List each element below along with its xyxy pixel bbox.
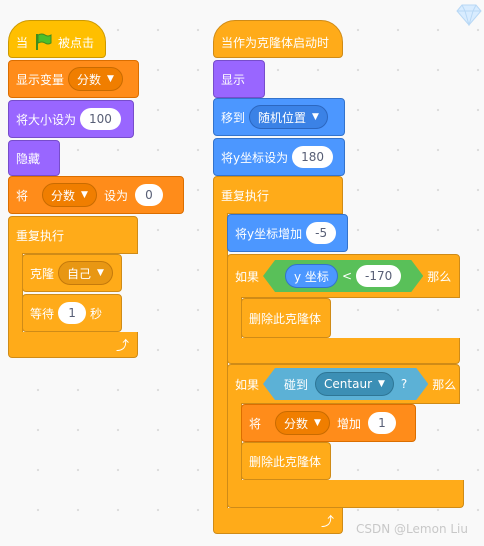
go-to-block[interactable]: 移到 随机位置 ▼ <box>213 98 345 136</box>
caret-down-icon: ▼ <box>312 112 319 122</box>
less-than-symbol: < <box>341 269 352 283</box>
reporter-label: y 坐标 <box>294 269 329 284</box>
caret-down-icon: ▼ <box>81 190 88 200</box>
forever-bottom: ⤴ <box>8 332 138 358</box>
delete-clone-label: 删除此克隆体 <box>249 311 322 326</box>
delete-clone-block[interactable]: 删除此克隆体 <box>241 298 331 338</box>
y-position-reporter[interactable]: y 坐标 <box>285 264 338 288</box>
loop-arrow-icon: ⤴ <box>320 515 334 530</box>
clone-target: 自己 <box>67 266 92 281</box>
hide-block[interactable]: 隐藏 <box>8 140 60 176</box>
if-block[interactable]: 如果 碰到 Centaur ▼ ? 那么 <box>227 364 460 404</box>
goto-target-dropdown[interactable]: 随机位置 ▼ <box>249 105 328 129</box>
when-flag-clicked-block[interactable]: 当 被点击 <box>8 20 106 58</box>
set-y-block[interactable]: 将y坐标设为 180 <box>213 138 345 176</box>
forever-bottom: ⤴ <box>213 508 343 534</box>
green-flag-icon <box>34 33 52 51</box>
variable-dropdown[interactable]: 分数 ▼ <box>42 183 97 207</box>
set-y-label: 将y坐标设为 <box>221 150 289 165</box>
change-variable-block[interactable]: 将 分数 ▼ 增加 1 <box>241 404 416 442</box>
create-clone-block[interactable]: 克隆 自己 ▼ <box>22 254 122 292</box>
wait-input[interactable]: 1 <box>58 302 87 324</box>
forever-block[interactable]: 重复执行 <box>8 216 138 254</box>
clone-label: 克隆 <box>30 266 55 281</box>
show-variable-block[interactable]: 显示变量 分数 ▼ <box>8 60 139 98</box>
set-value-input[interactable]: 0 <box>134 184 163 206</box>
set-variable-block[interactable]: 将 分数 ▼ 设为 0 <box>8 176 184 214</box>
if-block[interactable]: 如果 y 坐标 < -170 那么 <box>227 254 460 298</box>
goto-target: 随机位置 <box>258 110 307 125</box>
variable-dropdown[interactable]: 分数 ▼ <box>275 411 330 435</box>
caret-down-icon: ▼ <box>314 418 321 428</box>
touching-target-dropdown[interactable]: Centaur ▼ <box>315 372 394 396</box>
when-flag-suffix: 被点击 <box>58 35 95 50</box>
delete-clone-label: 删除此克隆体 <box>249 454 322 469</box>
change-y-input[interactable]: -5 <box>306 222 337 244</box>
change-y-block[interactable]: 将y坐标增加 -5 <box>227 214 348 252</box>
forever-arm <box>213 213 228 509</box>
variable-dropdown[interactable]: 分数 ▼ <box>68 67 123 91</box>
when-flag-label: 当 <box>16 35 29 50</box>
compare-value-input[interactable]: -170 <box>356 265 401 287</box>
caret-down-icon: ▼ <box>107 74 114 84</box>
set-y-input[interactable]: 180 <box>292 146 334 168</box>
forever-block[interactable]: 重复执行 <box>213 176 343 214</box>
variable-name: 分数 <box>51 188 76 203</box>
then-label: 那么 <box>427 269 452 284</box>
set-size-block[interactable]: 将大小设为 100 <box>8 100 134 138</box>
when-start-as-clone-block[interactable]: 当作为克隆体启动时 <box>213 20 343 58</box>
less-than-operator[interactable]: y 坐标 < -170 <box>263 260 423 292</box>
diamond-icon <box>456 4 482 26</box>
size-input[interactable]: 100 <box>80 108 121 130</box>
variable-name: 分数 <box>284 416 309 431</box>
forever-label: 重复执行 <box>221 188 270 203</box>
wait-unit: 秒 <box>90 306 103 321</box>
change-y-label: 将y坐标增加 <box>235 226 303 241</box>
touching-sensor[interactable]: 碰到 Centaur ▼ ? <box>263 368 428 400</box>
if-arm <box>227 403 242 481</box>
change-var-label: 将 <box>249 416 262 431</box>
touching-target: Centaur <box>324 377 372 391</box>
set-size-label: 将大小设为 <box>16 112 77 127</box>
variable-name: 分数 <box>77 72 102 87</box>
goto-label: 移到 <box>221 110 246 125</box>
if-arm <box>227 297 242 339</box>
show-variable-label: 显示变量 <box>16 72 65 87</box>
change-value-input[interactable]: 1 <box>367 412 396 434</box>
wait-label: 等待 <box>30 306 55 321</box>
show-label: 显示 <box>221 72 246 87</box>
clone-hat-label: 当作为克隆体启动时 <box>221 35 330 50</box>
then-label: 那么 <box>432 377 457 392</box>
clone-target-dropdown[interactable]: 自己 ▼ <box>58 261 113 285</box>
if-bottom <box>227 338 460 364</box>
if-bottom <box>227 480 464 508</box>
hide-label: 隐藏 <box>16 151 41 166</box>
touching-label: 碰到 <box>284 377 309 392</box>
show-block[interactable]: 显示 <box>213 60 265 98</box>
wait-block[interactable]: 等待 1 秒 <box>22 294 122 332</box>
delete-clone-block[interactable]: 删除此克隆体 <box>241 442 331 480</box>
loop-arrow-icon: ⤴ <box>115 339 129 354</box>
forever-label: 重复执行 <box>16 228 65 243</box>
set-to-label: 设为 <box>103 188 128 203</box>
question-mark: ? <box>400 377 408 391</box>
caret-down-icon: ▼ <box>378 379 385 389</box>
if-label: 如果 <box>235 377 260 392</box>
set-var-label: 将 <box>16 188 29 203</box>
change-by-label: 增加 <box>336 416 361 431</box>
watermark: CSDN @Lemon Liu <box>356 522 468 536</box>
if-label: 如果 <box>235 269 260 284</box>
caret-down-icon: ▼ <box>97 268 104 278</box>
forever-arm <box>8 253 23 333</box>
